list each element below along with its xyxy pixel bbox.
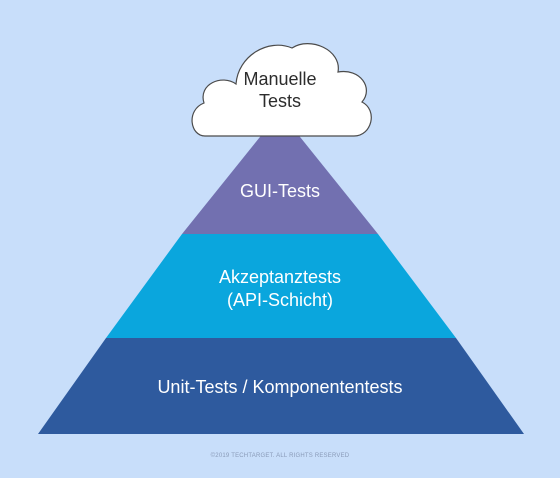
gui-tests-label: GUI-Tests — [239, 181, 320, 201]
cloud-label-line2: Tests — [258, 91, 301, 111]
acceptance-tests-label-line2: (API-Schicht) — [226, 290, 334, 310]
pyramid-layer-unit-tests — [38, 338, 524, 434]
cloud-label-line1: Manuelle — [243, 69, 317, 89]
acceptance-tests-label-line1: Akzeptanztests — [218, 267, 342, 287]
copyright-footer: ©2019 TECHTARGET. ALL RIGHTS RESERVED — [210, 453, 350, 459]
pyramid-layer-acceptance-tests — [106, 234, 456, 338]
pyramid-layer-gui-tests — [182, 112, 378, 234]
unit-tests-label: Unit-Tests / Komponententests — [157, 377, 403, 397]
cloud-shape — [191, 43, 372, 137]
